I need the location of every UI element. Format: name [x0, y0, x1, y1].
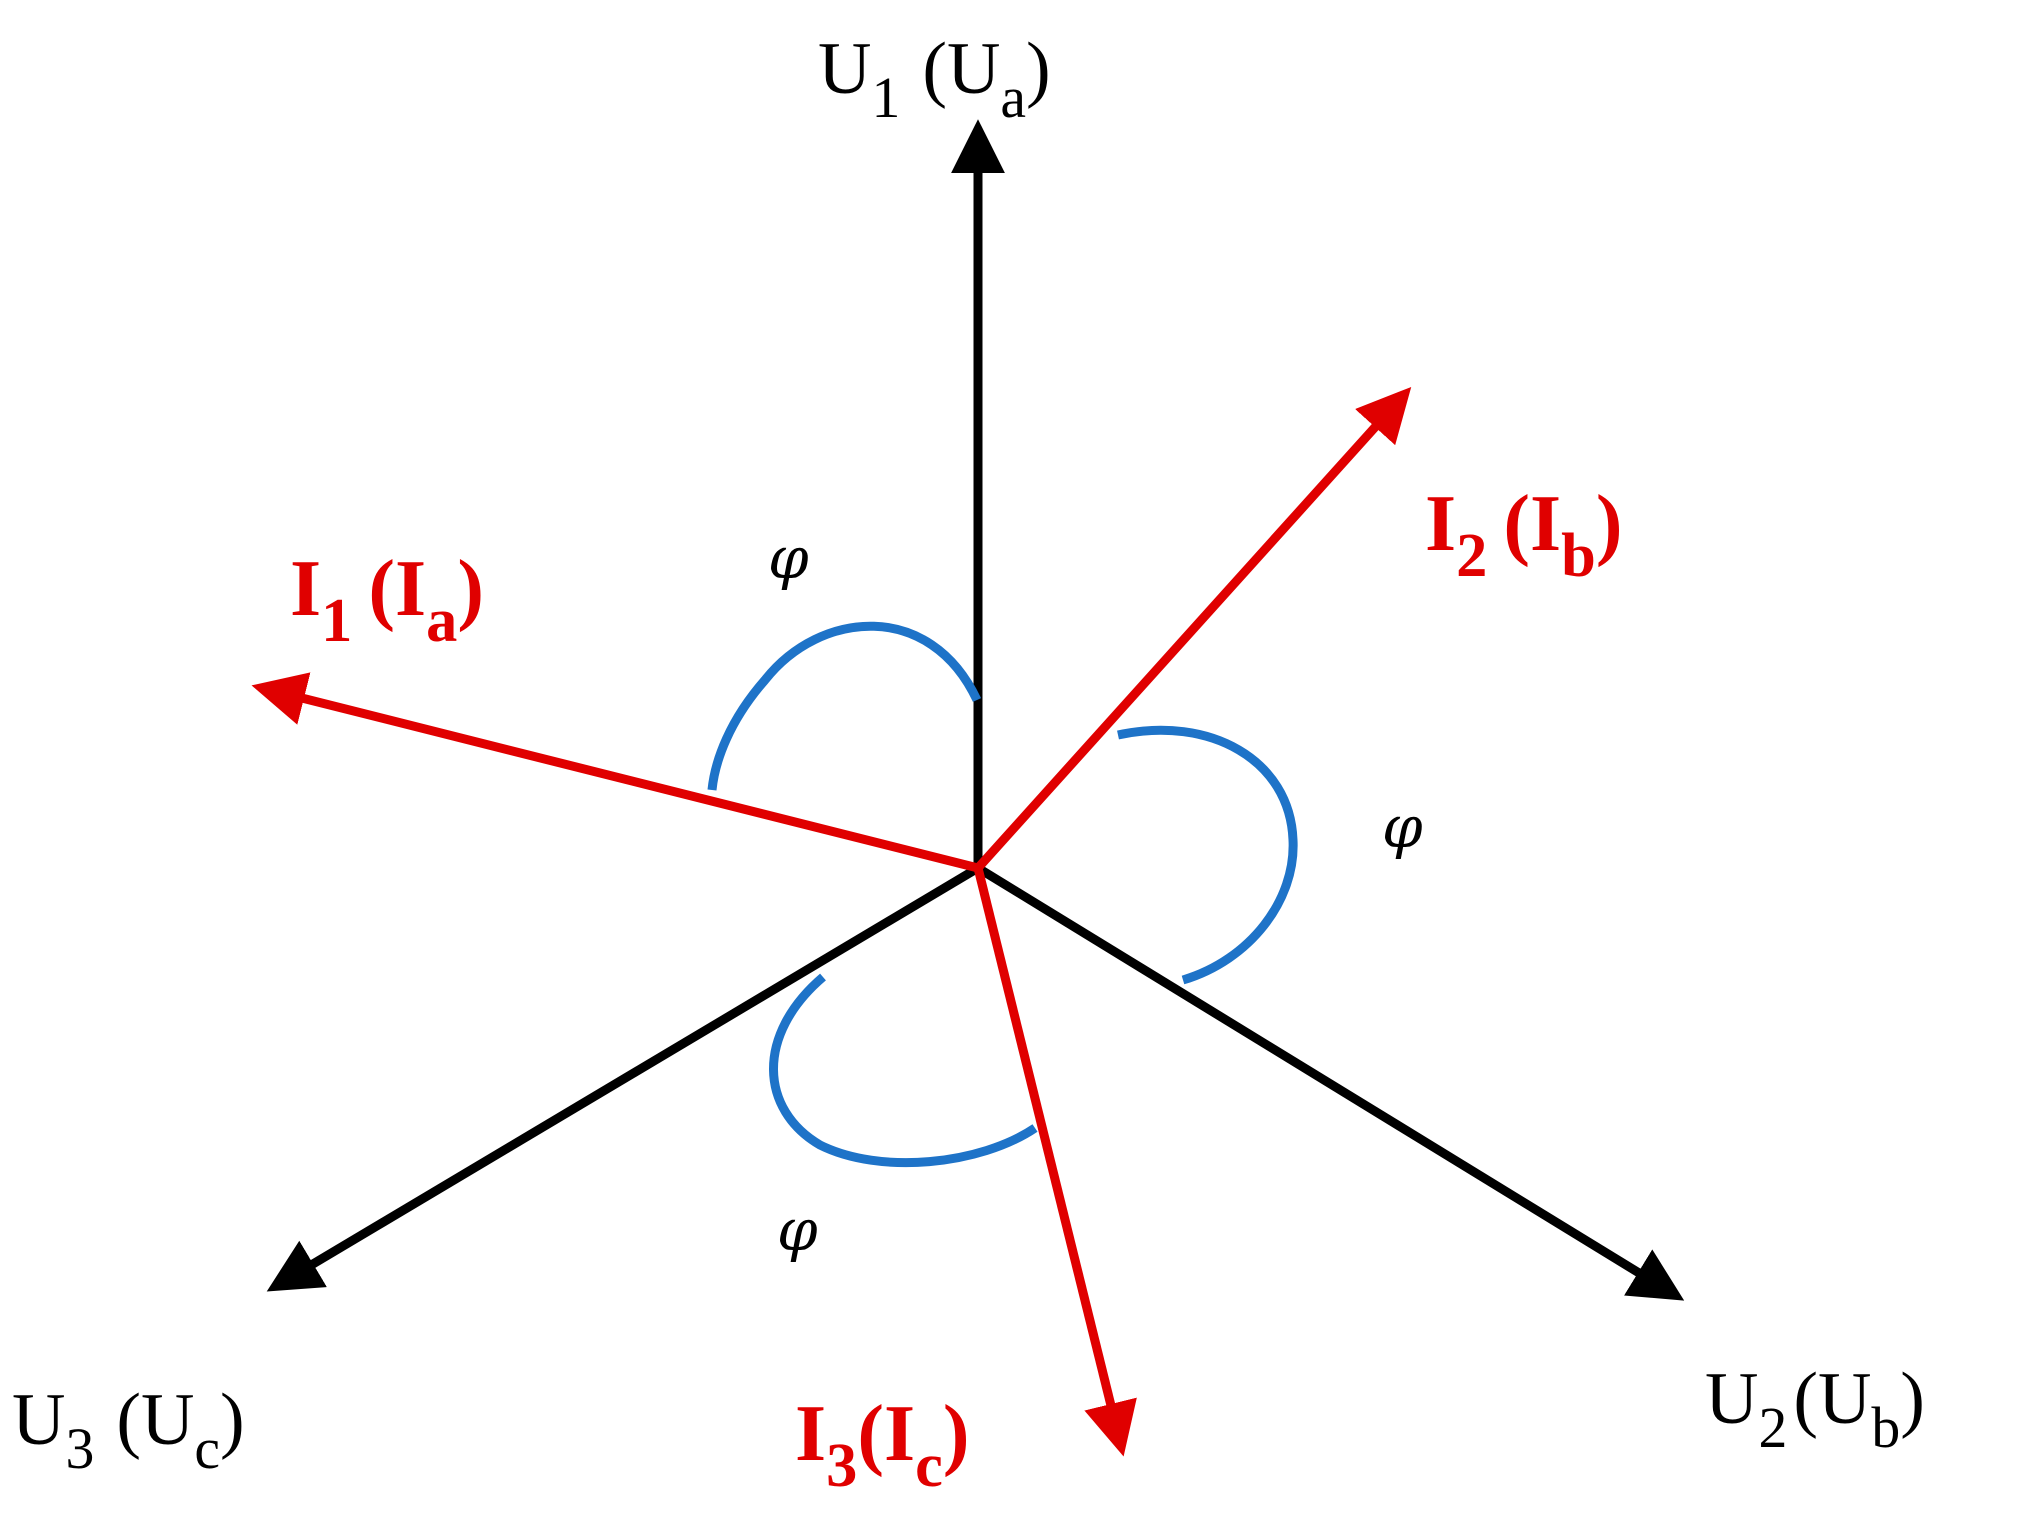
label-u2: U2(Ub): [1705, 1358, 1925, 1460]
phasor-i3-arrow: [973, 866, 1137, 1457]
angle-arc-phase-1: [707, 621, 982, 791]
label-i2: I2(Ib): [1425, 480, 1622, 590]
phasor-u3-arrow: [266, 864, 981, 1292]
phasor-i1-arrow: [251, 672, 980, 873]
label-i1: I1(Ia): [290, 545, 484, 655]
phasor-u2-arrow: [975, 864, 1685, 1301]
label-u3: U3(Uc): [12, 1379, 245, 1481]
label-i3: I3(Ic): [795, 1390, 969, 1500]
angle-arc-phase-3: [769, 973, 1038, 1168]
phasor-i2-arrow: [974, 386, 1412, 872]
angle-label-phase-1: φ: [768, 524, 809, 592]
angle-label-phase-3: φ: [777, 1196, 818, 1264]
angle-label-phase-2: φ: [1382, 793, 1423, 861]
label-u1: U1(Ua): [818, 28, 1051, 130]
angle-arc-phase-2: [1117, 725, 1298, 985]
